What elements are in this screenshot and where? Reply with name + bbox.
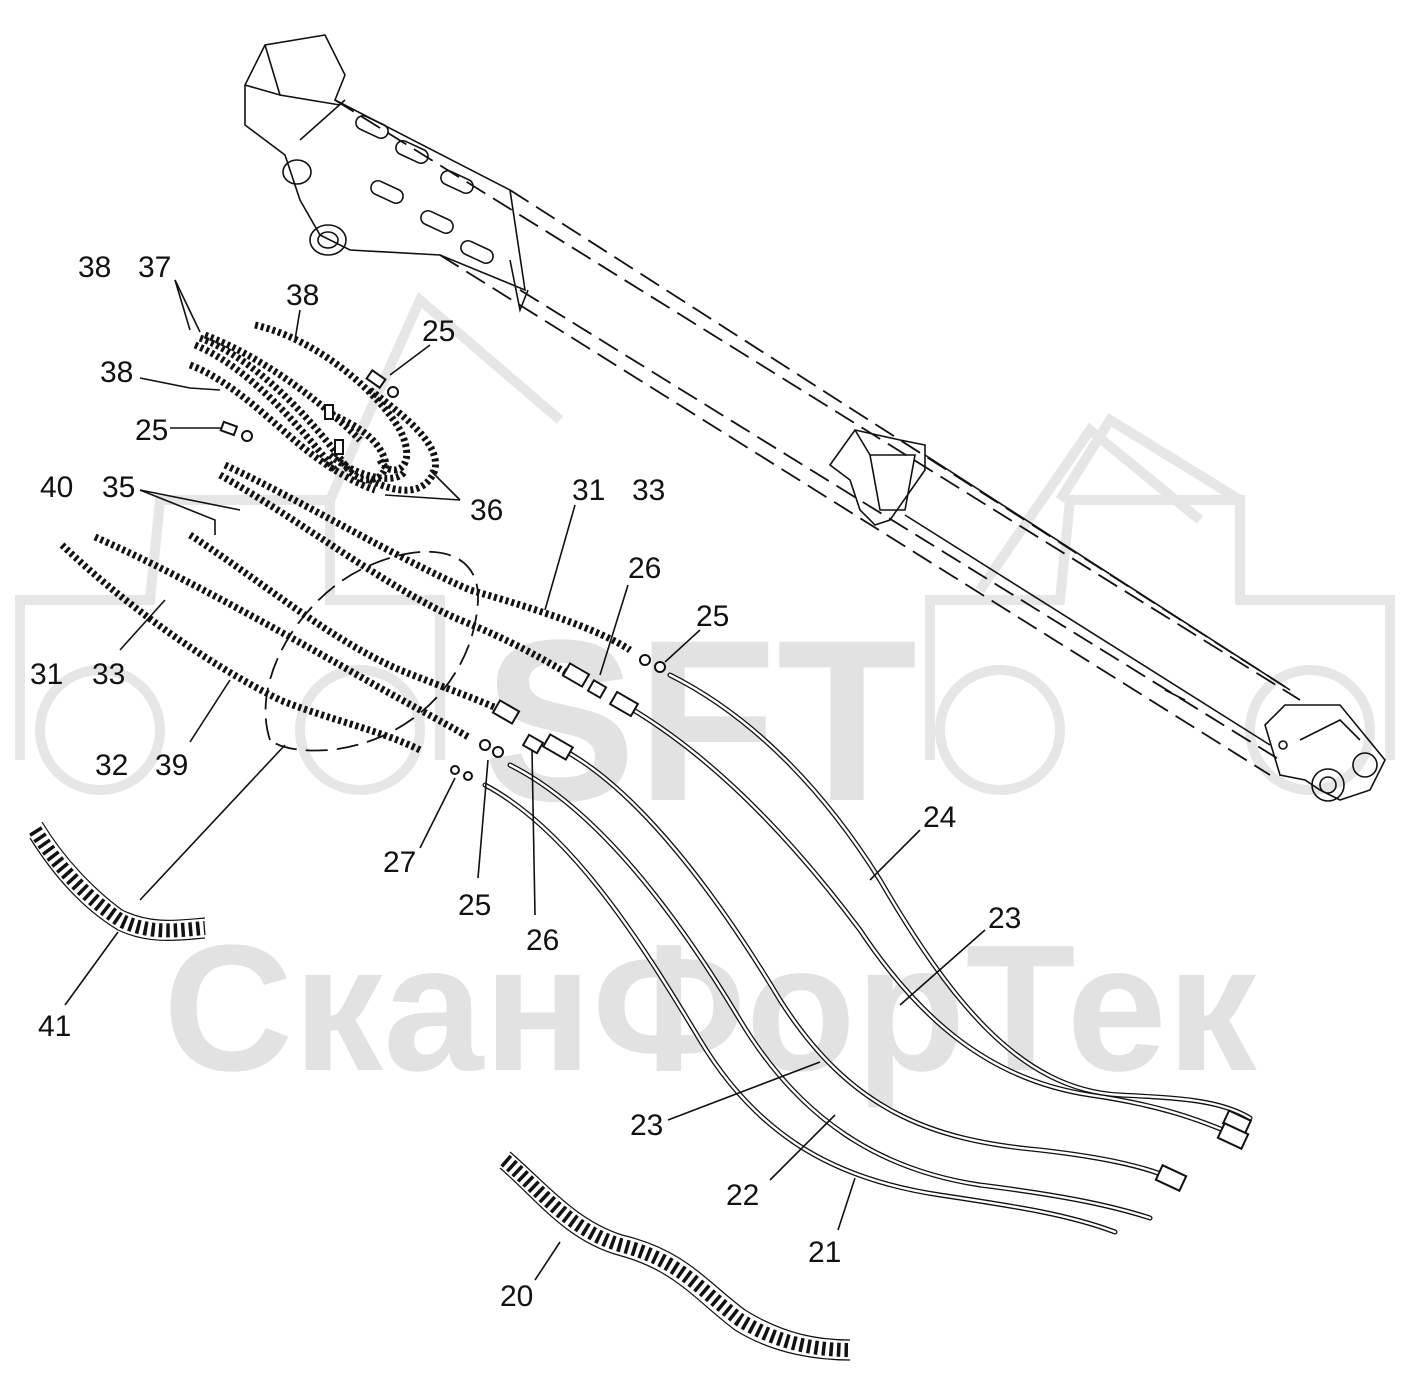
hose-23-upper [608, 690, 1250, 1151]
callout-25: 25 [422, 315, 455, 348]
callout-36: 36 [470, 494, 503, 527]
callout-23: 23 [988, 902, 1021, 935]
spiral-guard-41 [29, 821, 206, 941]
hose-31-upper [223, 461, 632, 653]
fitting-26-upper [561, 662, 591, 688]
callout-labels: 38 37 38 38 25 25 36 40 35 31 33 26 25 3… [30, 251, 1021, 1313]
hose-38-left [188, 361, 377, 494]
hose-33-lower [93, 533, 472, 742]
callout-38: 38 [100, 356, 133, 389]
callout-26: 26 [526, 924, 559, 957]
callout-32: 32 [95, 749, 128, 782]
fitting-25-lower [479, 739, 491, 751]
callout-27: 27 [383, 846, 416, 879]
hose-24 [667, 672, 1253, 1135]
callout-25: 25 [458, 889, 491, 922]
callout-25: 25 [135, 414, 168, 447]
boom-outline-top [334, 99, 1301, 701]
fitting-25-mid [639, 654, 651, 666]
callout-37: 37 [138, 251, 171, 284]
fitting-27 [450, 765, 460, 775]
hose-38-upper [254, 321, 411, 474]
watermark-company-name: СканФорТек [163, 908, 1258, 1109]
spiral-guard-20 [499, 1151, 851, 1361]
boom-assembly [244, 34, 1386, 802]
callout-21: 21 [808, 1236, 841, 1269]
hose-37 [193, 331, 389, 484]
hose-22 [507, 762, 1153, 1221]
callout-38: 38 [286, 279, 319, 312]
middle-hose-group [59, 461, 666, 781]
boom-outline-lower [519, 289, 1281, 761]
detail-oval [264, 550, 479, 752]
watermark: SFT СканФорТек [15, 291, 1395, 1109]
hose-35 [188, 532, 507, 716]
leader-lines [64, 279, 986, 1281]
boom-mid-flange [828, 429, 926, 526]
callout-39: 39 [155, 749, 188, 782]
callout-22: 22 [726, 1179, 759, 1212]
hose-21 [482, 782, 1118, 1235]
callout-33: 33 [92, 658, 125, 691]
callout-25: 25 [696, 600, 729, 633]
watermark-machine-right [925, 413, 1395, 795]
watermark-machine-left [15, 291, 564, 795]
callout-23: 23 [630, 1109, 663, 1142]
boom-outline-bottom [439, 254, 1271, 776]
boom-upper-section [244, 34, 529, 313]
fitting-26-lower [521, 733, 545, 755]
callout-24: 24 [923, 801, 956, 834]
callout-41: 41 [38, 1010, 71, 1043]
callout-40: 40 [40, 471, 73, 504]
watermark-logo: SFT [483, 592, 917, 849]
callout-31: 31 [30, 658, 63, 691]
callout-31: 31 [572, 474, 605, 507]
callout-35: 35 [102, 471, 135, 504]
callout-33: 33 [632, 474, 665, 507]
boom-lower-edge-top [924, 454, 1291, 691]
boom-lower-edge-bottom [904, 514, 1271, 746]
callout-38: 38 [78, 251, 111, 284]
hose-33-upper [218, 471, 572, 679]
hose-23-lower [541, 733, 1188, 1193]
boom-tip [1264, 704, 1386, 802]
upper-hose-group [188, 321, 440, 494]
fitting-25-left [219, 420, 253, 442]
hose-40 [59, 542, 422, 754]
hose-36 [327, 387, 440, 494]
fitting-25-upper [365, 368, 399, 398]
callout-26: 26 [628, 552, 661, 585]
long-hose-group [482, 672, 1253, 1235]
callout-20: 20 [500, 1280, 533, 1313]
